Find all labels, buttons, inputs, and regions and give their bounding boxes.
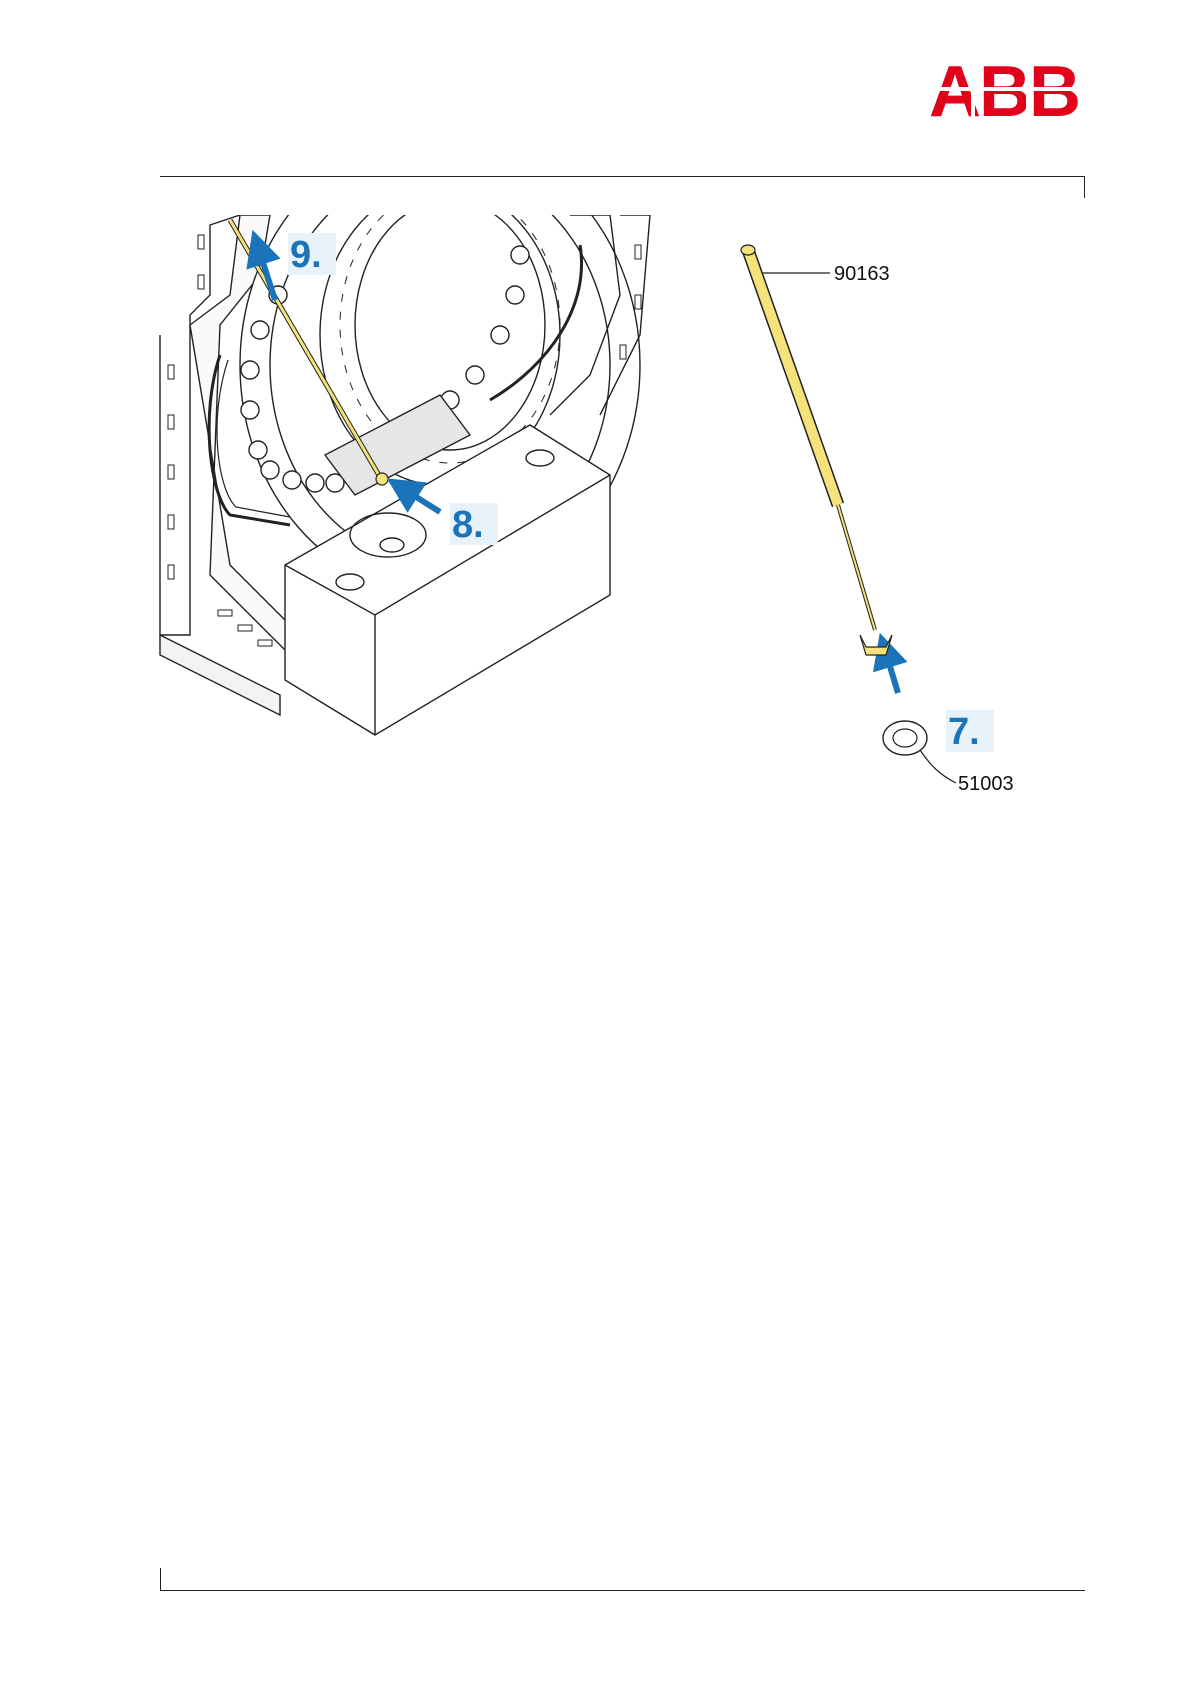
logo-gap-2 [1026,58,1030,122]
logo-gap-1 [971,58,975,122]
step-label-8: 8. [452,504,484,546]
leader-51003 [920,750,956,783]
header-rule-tick [1084,176,1085,198]
header-rule [160,176,1085,177]
step-label-9: 9. [290,234,322,276]
part-number-90163: 90163 [834,263,890,285]
footer-rule-tick [160,1568,161,1590]
arrow-step-7 [885,650,898,693]
footer-rule [160,1590,1085,1591]
step-label-7: 7. [948,711,980,753]
rod-detail [741,245,892,655]
housing-drawing [160,215,650,735]
part-number-51003: 51003 [958,773,1014,795]
logo-stripe [924,87,1084,91]
abb-logo: ABB [924,58,1084,122]
assembly-illustration: 9. 8. 7. 90163 51003 [150,215,1100,795]
